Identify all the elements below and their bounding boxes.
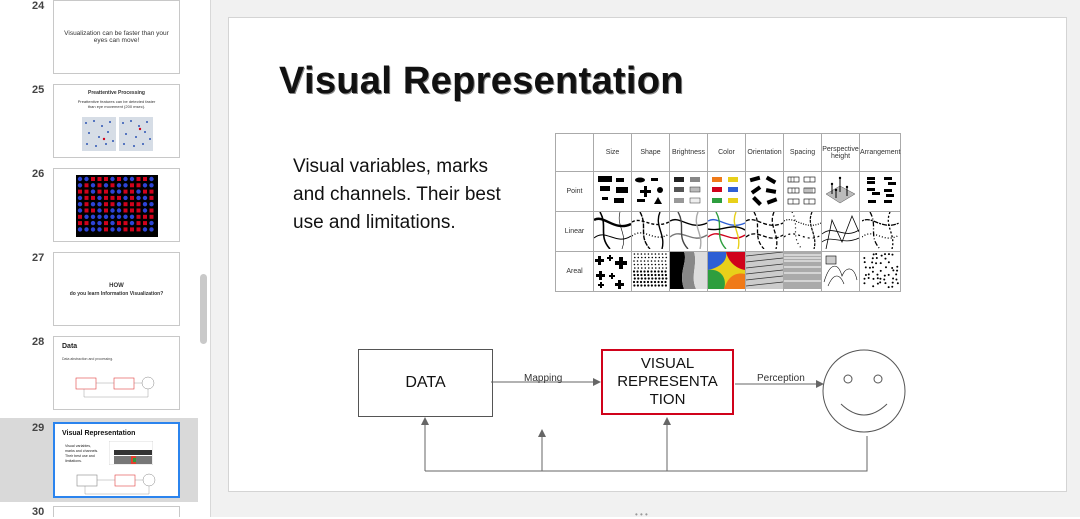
spacing-linear-glyph — [783, 211, 822, 250]
visual-variables-table[interactable]: Size Shape Brightness Color Orientation … — [555, 133, 902, 292]
thumbnail-row-29[interactable]: 29 Visual Representation Visual variable… — [0, 418, 198, 502]
slide-thumbnail-28[interactable]: Data Data abstraction and processing. — [53, 336, 180, 410]
filmstrip-scrollbar[interactable] — [200, 274, 207, 344]
slide-canvas[interactable]: Visual Representation Visual variables, … — [228, 17, 1067, 492]
spacing-point-glyph — [787, 176, 816, 205]
face-icon[interactable] — [819, 346, 909, 436]
thumb-title: Visual Representation — [62, 430, 136, 437]
slide-number: 24 — [32, 0, 45, 12]
spacing-areal-glyph — [784, 252, 821, 289]
slide-body-text[interactable]: Visual variables, marks and channels. Th… — [293, 156, 501, 233]
table-column-header: Color — [707, 133, 746, 172]
perception-label: Perception — [757, 373, 805, 384]
resize-grip[interactable]: • • • — [635, 510, 648, 519]
thumb-title: HOW — [109, 283, 124, 289]
thumb-text: Data abstraction and processing. — [62, 357, 114, 361]
slide-thumbnail-26[interactable] — [53, 168, 180, 242]
thumb-text: Preattentive features can be detected fa… — [77, 99, 156, 109]
slide-thumbnail-29[interactable]: Visual Representation Visual variables, … — [53, 422, 180, 498]
color-areal-glyph — [708, 252, 745, 289]
shape-linear-glyph — [631, 211, 670, 250]
slide-number: 25 — [32, 84, 45, 96]
slide-number: 29 — [32, 422, 45, 434]
arrangement-areal-glyph — [861, 252, 899, 289]
thumb-title: Data — [62, 343, 78, 350]
shape-point-glyph — [635, 177, 663, 204]
slide-number: 26 — [32, 168, 45, 180]
orientation-point-glyph — [749, 175, 778, 206]
table-column-header: Size — [593, 133, 632, 172]
diagram-connectors — [421, 378, 868, 472]
table-column-header: Orientation — [745, 133, 784, 172]
slide-thumbnail-25[interactable]: Preattentive Processing Preattentive fea… — [53, 84, 180, 158]
perspective-point-glyph — [825, 176, 856, 204]
thumbnail-row-24[interactable]: 24 Visualization can be faster than your… — [0, 0, 198, 80]
slide-number: 28 — [32, 336, 45, 348]
mini-table — [109, 441, 153, 465]
slide-thumbnail-30[interactable] — [53, 506, 180, 517]
thumbnail-row-27[interactable]: 27 HOW do you learn Information Visualiz… — [0, 252, 198, 332]
size-areal-glyph — [595, 255, 627, 289]
brightness-areal-glyph — [670, 252, 707, 289]
size-linear-glyph — [593, 211, 632, 250]
mini-diagram — [75, 376, 155, 398]
dots-image — [82, 117, 153, 151]
table-row-label: Point — [555, 171, 594, 212]
thumbnail-row-28[interactable]: 28 Data Data abstraction and processing. — [0, 336, 198, 416]
color-point-glyph — [712, 177, 738, 203]
thumb-text: Visual variables, marks and channels. Th… — [65, 444, 99, 463]
slide-number: 30 — [32, 506, 45, 517]
arrangement-linear-glyph — [861, 211, 900, 250]
arrangement-point-glyph — [866, 177, 896, 203]
thumb-title: Preattentive Processing — [88, 90, 145, 96]
visual-representation-box[interactable]: VISUAL REPRESENTA TION — [601, 349, 734, 415]
shape-areal-glyph — [632, 252, 669, 289]
slide-thumbnail-24[interactable]: Visualization can be faster than your ey… — [53, 0, 180, 74]
perspective-areal-glyph — [822, 252, 859, 289]
shapes-image — [76, 175, 158, 237]
mini-diagram — [76, 473, 156, 495]
slide-filmstrip[interactable]: 24 Visualization can be faster than your… — [0, 0, 211, 517]
table-column-header: Shape — [631, 133, 670, 172]
table-column-header: Arrangement — [858, 133, 902, 172]
data-box[interactable]: DATA — [358, 349, 493, 417]
size-point-glyph — [598, 176, 628, 203]
thumbnail-row-26[interactable]: 26 — [0, 168, 198, 248]
slide-title[interactable]: Visual Representation — [279, 60, 684, 102]
orientation-linear-glyph — [745, 211, 784, 250]
slide-workspace: Visual Representation Visual variables, … — [211, 0, 1080, 519]
color-linear-glyph — [707, 211, 746, 250]
thumb-text: do you learn Information Visualization? — [69, 291, 164, 297]
table-row: Point — [555, 171, 902, 212]
thumb-text: Visualization can be faster than your ey… — [64, 30, 169, 44]
table-row: Areal — [555, 251, 902, 292]
mapping-label: Mapping — [524, 373, 563, 384]
table-row-label: Linear — [555, 211, 594, 252]
table-column-header: Spacing — [783, 133, 822, 172]
table-corner-cell — [555, 133, 594, 172]
brightness-point-glyph — [674, 177, 701, 204]
table-row: Linear — [555, 211, 902, 252]
perspective-linear-glyph — [821, 214, 860, 250]
table-column-header: Perspective height — [821, 133, 860, 172]
slide-number: 27 — [32, 252, 45, 264]
brightness-linear-glyph — [669, 211, 708, 250]
thumbnail-row-25[interactable]: 25 Preattentive Processing Preattentive … — [0, 84, 198, 164]
table-row-label: Areal — [555, 251, 594, 292]
slide-thumbnail-27[interactable]: HOW do you learn Information Visualizati… — [53, 252, 180, 326]
orientation-areal-glyph — [745, 251, 784, 289]
table-column-header: Brightness — [669, 133, 708, 172]
thumbnail-row-30[interactable]: 30 — [0, 504, 198, 517]
